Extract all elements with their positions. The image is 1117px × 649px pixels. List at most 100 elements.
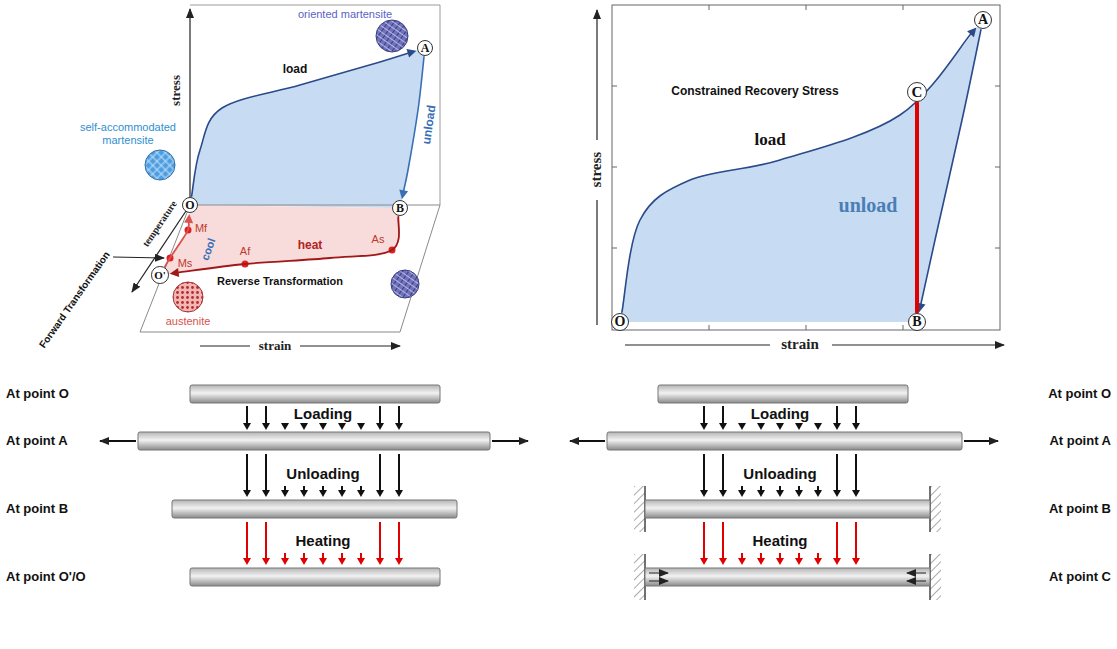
load-arrow bbox=[722, 454, 724, 491]
annotation-label: temperature bbox=[140, 199, 179, 249]
arrow-head bbox=[338, 490, 346, 497]
arrow-head bbox=[262, 423, 270, 430]
arrow-head bbox=[319, 423, 327, 430]
annotation-label: Unloading bbox=[743, 465, 816, 482]
curve-line bbox=[622, 33, 972, 312]
edge-label: load bbox=[283, 63, 308, 77]
strain-temperature-plane bbox=[140, 205, 440, 332]
arrow-head bbox=[338, 423, 346, 430]
recovery-arrow bbox=[907, 573, 926, 574]
annotation-label: At point B bbox=[6, 502, 68, 517]
edge-label: unload bbox=[420, 105, 439, 146]
annotation-label: stress bbox=[588, 152, 605, 188]
point-marker: O' bbox=[151, 266, 169, 284]
self-accommodated-inset bbox=[145, 150, 175, 180]
tension-arrow bbox=[570, 440, 605, 442]
oriented-martensite-inset bbox=[376, 20, 408, 52]
curve-connector bbox=[622, 28, 977, 313]
point-letter: O bbox=[185, 199, 194, 211]
arrow-head bbox=[357, 490, 365, 497]
panel-frame bbox=[190, 5, 440, 205]
arrow-head bbox=[357, 558, 365, 565]
annotation-label: Forward Transformation bbox=[37, 250, 112, 351]
arrow-head bbox=[376, 423, 384, 430]
annotation-label: Reverse Transformation bbox=[217, 275, 343, 288]
arrow-head bbox=[776, 423, 784, 430]
arrow-head bbox=[795, 558, 803, 565]
arrow-head bbox=[738, 490, 746, 497]
bar bbox=[190, 385, 440, 403]
load-arrow bbox=[722, 406, 724, 424]
stress-axis bbox=[189, 9, 190, 205]
fill-group bbox=[160, 20, 983, 322]
annotation-label: Constrained Recovery Stress bbox=[671, 85, 838, 99]
annotation-label: As bbox=[372, 233, 385, 246]
arrow-head bbox=[795, 490, 803, 497]
curve-connector bbox=[192, 49, 417, 196]
plot-frame bbox=[612, 5, 1000, 330]
arrow-head bbox=[395, 423, 403, 430]
point-marker: A bbox=[417, 40, 433, 56]
arrow-head bbox=[833, 558, 841, 565]
point-marker: A bbox=[974, 11, 992, 29]
wall-hatch bbox=[634, 486, 645, 532]
point-letter: C bbox=[912, 85, 923, 100]
arrow-head bbox=[833, 490, 841, 497]
bar bbox=[645, 500, 930, 518]
stress-axis bbox=[596, 10, 597, 140]
arrow-head bbox=[300, 423, 308, 430]
arrow-head bbox=[814, 490, 822, 497]
arrow-head bbox=[357, 423, 365, 430]
load-arrow bbox=[379, 454, 381, 491]
edge-label: unload bbox=[839, 194, 898, 217]
arrow-head bbox=[300, 490, 308, 497]
curve-connector bbox=[917, 30, 981, 312]
annotation-label: At point C bbox=[1049, 570, 1111, 585]
annotation-label: Af bbox=[240, 245, 250, 258]
arrow-head bbox=[757, 423, 765, 430]
load-arrow bbox=[855, 522, 857, 559]
arrow-head bbox=[833, 423, 841, 430]
annotation-label: At point O'/O bbox=[6, 570, 86, 585]
arrow-head bbox=[376, 490, 384, 497]
arrow-head bbox=[852, 490, 860, 497]
recovery-arrow bbox=[649, 573, 668, 574]
oriented-martensite-inset bbox=[391, 270, 419, 298]
point-letter: A bbox=[978, 13, 988, 27]
annotation-label: Heating bbox=[295, 532, 350, 549]
curve-line bbox=[403, 57, 424, 192]
load-arrow bbox=[379, 522, 381, 559]
arrow-head bbox=[776, 490, 784, 497]
annotation-label: At point O bbox=[1048, 387, 1111, 402]
arrow-head bbox=[757, 490, 765, 497]
arrow-head bbox=[243, 490, 251, 497]
annotation-label: stress bbox=[169, 75, 184, 106]
annotation-label: Mf bbox=[195, 222, 207, 235]
annotation-label: Loading bbox=[294, 405, 352, 422]
arrow-head bbox=[319, 490, 327, 497]
curve-line bbox=[921, 30, 981, 306]
annotation-label: self-accommodated martensite bbox=[71, 121, 186, 146]
load-arrow bbox=[703, 406, 705, 424]
tension-arrow bbox=[100, 440, 136, 442]
arrow-head bbox=[852, 558, 860, 565]
arrow-head bbox=[243, 423, 251, 430]
arrow-head bbox=[757, 558, 765, 565]
edge-label: load bbox=[754, 130, 785, 150]
wall-hatch bbox=[930, 554, 941, 600]
arrow-head bbox=[719, 423, 727, 430]
bar bbox=[658, 385, 908, 403]
arrow-head bbox=[243, 558, 251, 565]
curve-line bbox=[915, 103, 919, 312]
hysteresis-fill bbox=[190, 48, 425, 208]
arrow-head bbox=[852, 423, 860, 430]
strain-axis bbox=[200, 346, 250, 347]
bar bbox=[190, 568, 440, 586]
tension-arrow bbox=[964, 440, 998, 442]
point-marker: O bbox=[182, 197, 198, 213]
annotation-label: At point O bbox=[6, 387, 69, 402]
load-arrow bbox=[398, 406, 400, 424]
load-arrow bbox=[855, 406, 857, 424]
tick-marks bbox=[612, 5, 1000, 330]
